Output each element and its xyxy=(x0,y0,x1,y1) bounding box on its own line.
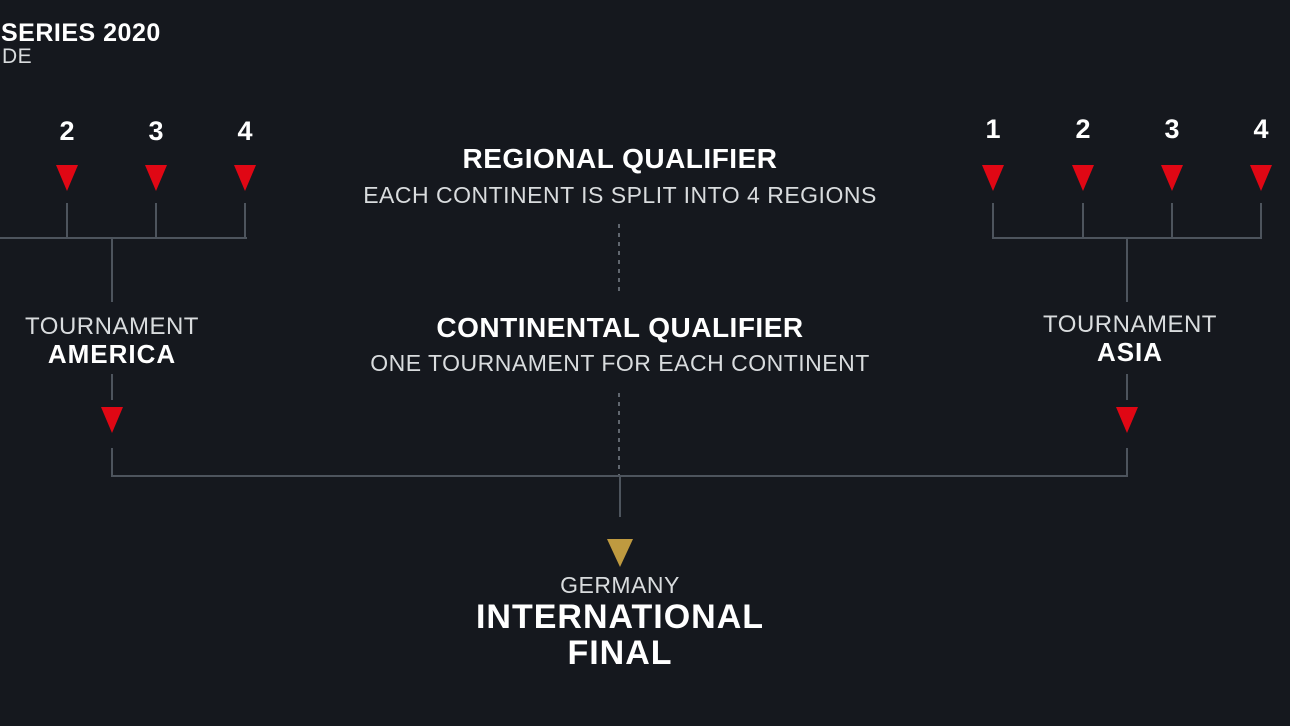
red-triangle-down-icon xyxy=(1116,407,1138,433)
connector-stem xyxy=(111,374,113,400)
region-number: 4 xyxy=(1253,114,1269,144)
red-triangle-down-icon xyxy=(1161,165,1183,191)
connector-stem xyxy=(244,203,246,239)
red-triangle-down-icon xyxy=(1250,165,1272,191)
regional-qualifier-title: REGIONAL QUALIFIER xyxy=(462,143,778,174)
connector-stem xyxy=(1171,203,1173,239)
final-dropline xyxy=(619,476,621,517)
bracket-dropline-left xyxy=(111,237,113,302)
gold-triangle-down-icon xyxy=(607,539,633,567)
region-number: 1 xyxy=(985,114,1001,144)
region-number: 4 xyxy=(237,116,253,146)
continental-qualifier-title: CONTINENTAL QUALIFIER xyxy=(436,312,804,343)
bracket-line-left xyxy=(0,237,247,239)
region-number: 3 xyxy=(1164,114,1180,144)
tournament-label: TOURNAMENT xyxy=(25,313,199,340)
series-title: SERIES 2020 xyxy=(1,19,161,47)
red-triangle-down-icon xyxy=(982,165,1004,191)
tournament-name-asia: ASIA xyxy=(1096,337,1164,367)
connector-stem xyxy=(66,203,68,239)
red-triangle-down-icon xyxy=(145,165,167,191)
red-triangle-down-icon xyxy=(101,407,123,433)
red-triangle-down-icon xyxy=(234,165,256,191)
connector-stem xyxy=(992,203,994,239)
dotted-connector xyxy=(618,393,620,475)
connector-stem xyxy=(1082,203,1084,239)
final-title-line2: FINAL xyxy=(567,634,673,672)
continental-qualifier-subtitle: ONE TOURNAMENT FOR EACH CONTINENT xyxy=(370,350,870,376)
connector-stem xyxy=(1126,448,1128,477)
connector-stem xyxy=(111,448,113,477)
series-subtitle: DE xyxy=(2,45,33,68)
tournament-name-america: AMERICA xyxy=(47,339,177,369)
region-number: 2 xyxy=(1075,114,1091,144)
bracket-dropline-right xyxy=(1126,237,1128,302)
connector-stem xyxy=(1126,374,1128,400)
red-triangle-down-icon xyxy=(56,165,78,191)
region-number: 2 xyxy=(59,116,75,146)
final-title-line1: INTERNATIONAL xyxy=(475,598,765,636)
region-number: 3 xyxy=(148,116,164,146)
dotted-connector xyxy=(618,224,620,296)
connector-stem xyxy=(155,203,157,239)
final-location: GERMANY xyxy=(560,572,680,598)
connector-stem xyxy=(1260,203,1262,239)
regional-qualifier-subtitle: EACH CONTINENT IS SPLIT INTO 4 REGIONS xyxy=(363,182,877,208)
red-triangle-down-icon xyxy=(1072,165,1094,191)
tournament-label: TOURNAMENT xyxy=(1043,311,1217,338)
